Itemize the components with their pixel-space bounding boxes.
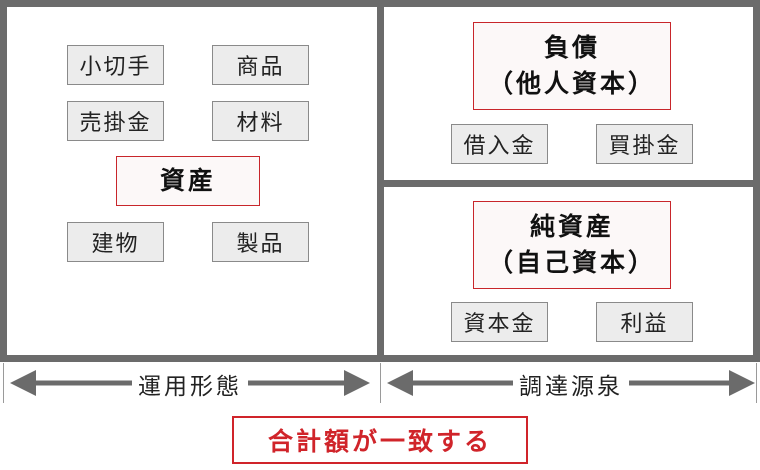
asset-item-materials: 材料 xyxy=(212,101,309,141)
asset-item-product: 製品 xyxy=(212,222,309,262)
totals-match-box: 合計額が一致する xyxy=(232,416,528,464)
asset-item-accounts-receivable: 売掛金 xyxy=(67,101,164,141)
right-arrowhead-east xyxy=(729,370,755,396)
liabilities-heading: 負債 （他人資本） xyxy=(473,22,671,110)
asset-item-building: 建物 xyxy=(67,222,164,262)
center-separator xyxy=(380,363,381,403)
totals-match-text: 合計額が一致する xyxy=(267,427,492,456)
net-asset-item-profit: 利益 xyxy=(596,302,693,342)
left-arrowhead-east xyxy=(344,370,370,396)
asset-item-merchandise: 商品 xyxy=(212,45,309,85)
left-arrowhead-west xyxy=(10,370,36,396)
left-edge-separator xyxy=(3,363,4,403)
liabilities-heading-line1: 負債 xyxy=(543,33,600,62)
net-assets-heading: 純資産 （自己資本） xyxy=(473,201,671,289)
net-assets-heading-line1: 純資産 xyxy=(529,212,614,241)
asset-item-check: 小切手 xyxy=(67,45,164,85)
net-asset-item-capital: 資本金 xyxy=(451,302,548,342)
right-edge-separator xyxy=(756,363,757,403)
liability-item-borrowings: 借入金 xyxy=(451,124,548,164)
usage-form-label: 運用形態 xyxy=(132,367,248,401)
assets-heading: 資産 xyxy=(116,156,260,206)
assets-heading-text: 資産 xyxy=(159,166,216,195)
right-arrowhead-west xyxy=(387,370,413,396)
liabilities-heading-line2: （他人資本） xyxy=(487,69,656,98)
net-assets-heading-line2: （自己資本） xyxy=(487,248,656,277)
funding-source-label: 調達源泉 xyxy=(513,367,629,401)
liability-item-accounts-payable: 買掛金 xyxy=(596,124,693,164)
